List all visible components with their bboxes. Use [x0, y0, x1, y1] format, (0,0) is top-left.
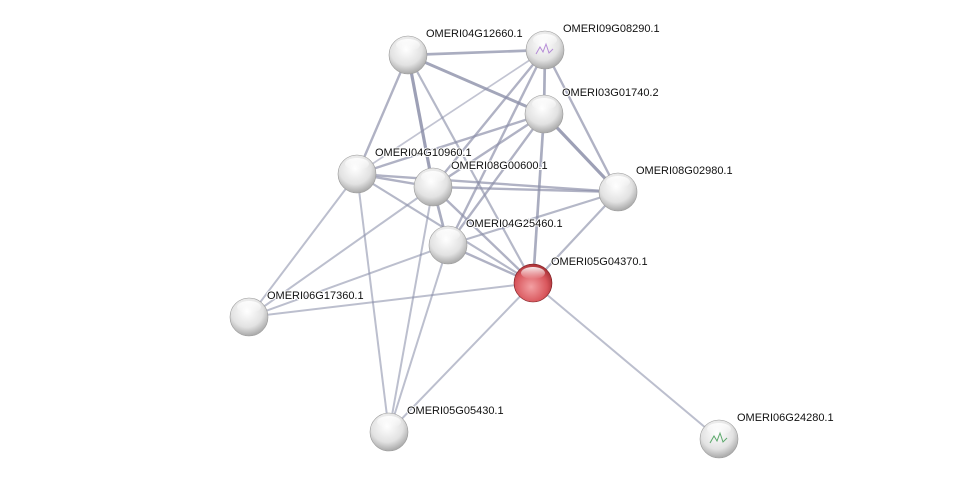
protein-node[interactable]: OMERI05G05430.1	[369, 404, 505, 452]
protein-structure-icon	[535, 42, 554, 55]
interaction-edge[interactable]	[447, 113, 545, 246]
interaction-edge[interactable]	[248, 186, 434, 318]
node-highlight	[421, 171, 445, 183]
interaction-edge[interactable]	[355, 54, 410, 175]
protein-node[interactable]: OMERI08G02980.1	[598, 164, 734, 212]
node-highlight	[707, 423, 731, 435]
node-label[interactable]: OMERI04G10960.1	[374, 146, 473, 160]
interaction-edge[interactable]	[406, 54, 435, 188]
node-highlight	[532, 98, 556, 110]
node-label[interactable]: OMERI08G00600.1	[450, 159, 549, 173]
node-label[interactable]: OMERI05G05430.1	[406, 404, 505, 418]
node-label[interactable]: OMERI04G25460.1	[465, 217, 564, 231]
interaction-edge[interactable]	[447, 190, 619, 247]
node-label[interactable]: OMERI06G24280.1	[736, 411, 835, 425]
node-highlight	[533, 34, 557, 46]
node-highlight	[436, 229, 460, 241]
interaction-edge[interactable]	[446, 49, 547, 246]
interaction-edge[interactable]	[356, 172, 619, 194]
protein-node[interactable]: OMERI09G08290.1	[525, 22, 661, 70]
query-protein-node[interactable]: OMERI05G04370.1	[513, 255, 649, 303]
protein-node[interactable]: OMERI08G00600.1	[413, 159, 549, 207]
protein-structure-icon	[709, 431, 728, 444]
node-label[interactable]: OMERI05G04370.1	[550, 255, 649, 269]
interaction-edge[interactable]	[407, 54, 534, 284]
interaction-edge[interactable]	[407, 53, 545, 116]
protein-node[interactable]: OMERI03G01740.2	[524, 86, 660, 134]
node-highlight	[396, 39, 420, 51]
interaction-edge[interactable]	[248, 173, 358, 318]
protein-node[interactable]: OMERI04G12660.1	[388, 27, 524, 75]
interaction-edge[interactable]	[432, 112, 545, 189]
interaction-edge[interactable]	[356, 112, 545, 176]
interaction-edge[interactable]	[543, 49, 620, 193]
node-highlight	[521, 267, 545, 279]
interaction-edge[interactable]	[531, 113, 546, 284]
node-highlight	[377, 416, 401, 428]
node-label[interactable]: OMERI06G17360.1	[266, 289, 365, 303]
protein-node[interactable]: OMERI04G25460.1	[428, 217, 564, 265]
node-label[interactable]: OMERI03G01740.2	[561, 86, 660, 100]
node-label[interactable]: OMERI04G12660.1	[425, 27, 524, 41]
nodes-layer: OMERI04G12660.1 OMERI09G08290.1OMERI03G01…	[229, 22, 835, 459]
interaction-edge[interactable]	[432, 49, 546, 188]
interaction-edge[interactable]	[432, 185, 619, 194]
node-highlight	[237, 301, 261, 313]
interaction-edge[interactable]	[388, 186, 434, 433]
interaction-edge[interactable]	[407, 48, 546, 57]
interaction-edge[interactable]	[248, 282, 534, 318]
protein-node[interactable]: OMERI06G17360.1	[229, 289, 365, 337]
node-highlight	[345, 158, 369, 170]
node-label[interactable]: OMERI08G02980.1	[635, 164, 734, 178]
node-highlight	[606, 176, 630, 188]
interaction-edge[interactable]	[356, 49, 546, 175]
protein-node[interactable]: OMERI06G24280.1	[699, 411, 835, 459]
interaction-edge[interactable]	[532, 191, 619, 284]
interaction-edge[interactable]	[388, 244, 449, 433]
interaction-edge[interactable]	[532, 282, 720, 440]
protein-node[interactable]: OMERI04G10960.1	[337, 146, 473, 194]
edges-layer	[248, 48, 720, 440]
interaction-edge[interactable]	[248, 244, 449, 318]
node-label[interactable]: OMERI09G08290.1	[562, 22, 661, 36]
interaction-edge[interactable]	[388, 282, 534, 433]
